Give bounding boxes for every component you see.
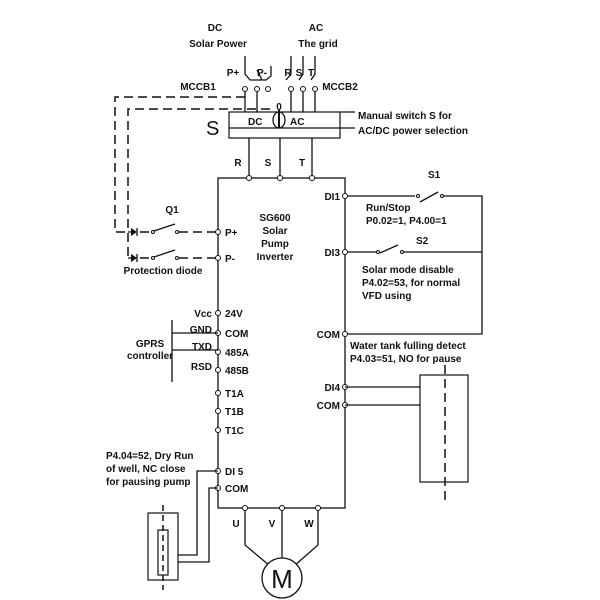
motor-label: M (271, 564, 293, 594)
right-terminal-label: DI4 (324, 383, 340, 394)
ac-subtitle: The grid (298, 39, 337, 50)
right-terminal-label: DI1 (324, 192, 340, 203)
terminal-dot (215, 427, 221, 433)
output-w: W (304, 519, 314, 530)
terminal-dot (215, 367, 221, 373)
input-t: T (299, 158, 305, 169)
dry-run-note-3: for pausing pump (106, 477, 190, 488)
terminal-dot (215, 229, 221, 235)
terminal-dot (215, 408, 221, 414)
dc-negative-dashed-line (127, 108, 270, 258)
terminal-dot (342, 193, 348, 199)
breaker-wiring (244, 56, 316, 112)
s2-note-3: VFD using (362, 291, 411, 302)
s1-note-1: Run/Stop (366, 203, 410, 214)
switch-note-2: AC/DC power selection (358, 126, 468, 137)
terminal-dot (215, 255, 221, 261)
dry-run-wiring (178, 470, 218, 563)
right-terminal-label: COM (317, 401, 340, 412)
protection-circuit (128, 223, 218, 262)
mccb2-label: MCCB2 (322, 82, 358, 93)
input-s: S (265, 158, 272, 169)
left-terminal-label: COM (225, 329, 248, 340)
q1-label: Q1 (165, 205, 179, 216)
switch-ac: AC (290, 117, 304, 128)
gprs-label-2: controller (127, 351, 173, 362)
gprs-pin-rsd: RSD (191, 362, 212, 373)
water-tank-note-1: Water tank fulling detect (350, 341, 466, 352)
ac-title: AC (309, 23, 323, 34)
breaker-terminals (242, 86, 318, 92)
water-level-sensor (419, 374, 469, 483)
motor-wiring (244, 508, 319, 567)
left-terminal-label: T1C (225, 426, 244, 437)
dc-subtitle: Solar Power (189, 39, 247, 50)
switch-note-leaders (340, 111, 355, 129)
inverter-name-3: Pump (261, 239, 289, 250)
mccb1-label: MCCB1 (180, 82, 216, 93)
switch-dc: DC (248, 117, 262, 128)
switch-label: S (206, 118, 219, 140)
s-label: S (296, 68, 303, 79)
switch-contacts (376, 194, 444, 254)
left-terminal-label: P+ (225, 228, 238, 239)
inverter-top-terminals (246, 175, 315, 181)
left-terminal-label: T1B (225, 407, 244, 418)
output-u: U (232, 519, 239, 530)
inverter-name-4: Inverter (257, 252, 294, 263)
switch-note-1: Manual switch S for (358, 111, 452, 122)
s1-note-2: P0.02=1, P4.00=1 (366, 216, 447, 227)
left-terminal-label: 485A (225, 348, 249, 359)
output-terminals (242, 505, 321, 511)
gprs-pin-txd: TXD (192, 342, 212, 353)
switch-zero: 0 (276, 102, 282, 113)
terminal-dot (342, 331, 348, 337)
run-stop-wiring (345, 191, 483, 335)
left-terminal-label: DI 5 (225, 467, 244, 478)
left-terminal-label: COM (225, 484, 248, 495)
dc-title: DC (208, 23, 222, 34)
motor-icon (261, 557, 303, 599)
left-terminal-label: 24V (225, 309, 243, 320)
inverter-name-1: SG600 (259, 213, 291, 224)
dc-positive-dashed-line (114, 96, 245, 233)
left-terminals: P+ P- 24V COM 485A 485B T1A T1B T1C DI 5 COM (215, 228, 249, 495)
t-label: T (308, 68, 314, 79)
s1-label: S1 (428, 170, 441, 181)
rst-feed-lines (248, 138, 313, 178)
dry-run-note-1: P4.04=52, Dry Run (106, 451, 194, 462)
terminal-dot (342, 249, 348, 255)
gprs-pin-vcc: Vcc (194, 309, 212, 320)
gprs-label-1: GPRS (136, 339, 165, 350)
s2-label: S2 (416, 236, 429, 247)
manual-switch-s[interactable] (228, 110, 341, 139)
dry-run-sensor (147, 505, 179, 590)
right-terminal-label: DI3 (324, 248, 340, 259)
s2-note-1: Solar mode disable (362, 265, 454, 276)
input-r: R (234, 158, 242, 169)
gprs-wiring (171, 320, 218, 382)
left-terminal-label: T1A (225, 389, 244, 400)
dry-run-note-2: of well, NC close (106, 464, 186, 475)
terminal-dot (215, 390, 221, 396)
protection-diode-label: Protection diode (124, 266, 203, 277)
r-label: R (284, 68, 292, 79)
left-terminal-label: 485B (225, 366, 249, 377)
right-terminal-label: COM (317, 330, 340, 341)
p-minus-label: P- (257, 68, 267, 79)
water-tank-wiring (345, 386, 420, 406)
water-tank-note-2: P4.03=51, NO for pause (350, 354, 462, 365)
output-v: V (269, 519, 276, 530)
gprs-pin-gnd: GND (190, 325, 212, 336)
p-plus-label: P+ (227, 68, 240, 79)
left-terminal-label: P- (225, 254, 235, 265)
terminal-dot (215, 310, 221, 316)
inverter-name-2: Solar (262, 226, 287, 237)
s2-note-2: P4.02=53, for normal (362, 278, 460, 289)
